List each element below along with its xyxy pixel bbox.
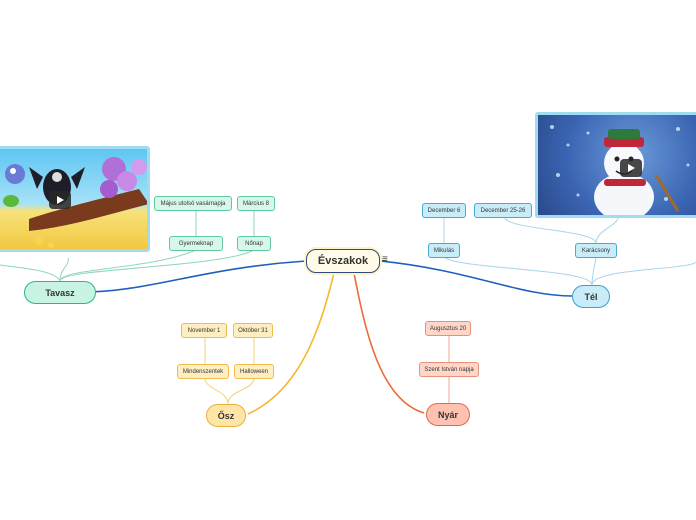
subtopic-karacsony[interactable]: Karácsony	[575, 243, 617, 258]
topic-nyar[interactable]: Nyár	[426, 403, 470, 426]
central-topic[interactable]: Évszakok	[306, 249, 380, 273]
topic-tel[interactable]: Tél	[572, 285, 610, 308]
topic-tavasz[interactable]: Tavasz	[24, 281, 96, 304]
play-icon[interactable]	[620, 159, 642, 177]
detail-november-1[interactable]: November 1	[181, 323, 227, 338]
subtopic-mindenszentek[interactable]: Mindenszentek	[177, 364, 229, 379]
subtopic-szent-istvan-napja[interactable]: Szent István napja	[419, 362, 479, 377]
link-nyar	[353, 272, 425, 414]
play-icon[interactable]	[49, 191, 71, 209]
detail-marcius-8[interactable]: Március 8	[237, 196, 275, 211]
detail-augusztus-20[interactable]: Augusztus 20	[425, 321, 471, 336]
tel-video-thumbnail[interactable]	[535, 112, 696, 218]
subtopic-gyermeknap[interactable]: Gyermeknap	[169, 236, 223, 251]
topic-osz[interactable]: Ősz	[206, 404, 246, 427]
link-tel	[379, 260, 573, 297]
detail-majus-utolso-vasarnapja[interactable]: Május utolsó vasárnapja	[154, 196, 232, 211]
detail-december-6[interactable]: December 6	[422, 203, 466, 218]
subtopic-mikulas[interactable]: Mikulás	[428, 243, 460, 258]
subtopic-halloween[interactable]: Halloween	[234, 364, 274, 379]
tavasz-video-image	[3, 157, 147, 248]
link-osz	[247, 272, 335, 415]
link-tavasz	[81, 260, 307, 293]
tavasz-video-thumbnail[interactable]	[0, 146, 150, 252]
detail-oktober-31[interactable]: Október 31	[233, 323, 273, 338]
detail-december-25-26[interactable]: December 25-26	[474, 203, 532, 218]
tel-video-image	[550, 125, 690, 215]
subtopic-nonap[interactable]: Nőnap	[237, 236, 271, 251]
menu-icon[interactable]: ≡	[382, 254, 388, 265]
